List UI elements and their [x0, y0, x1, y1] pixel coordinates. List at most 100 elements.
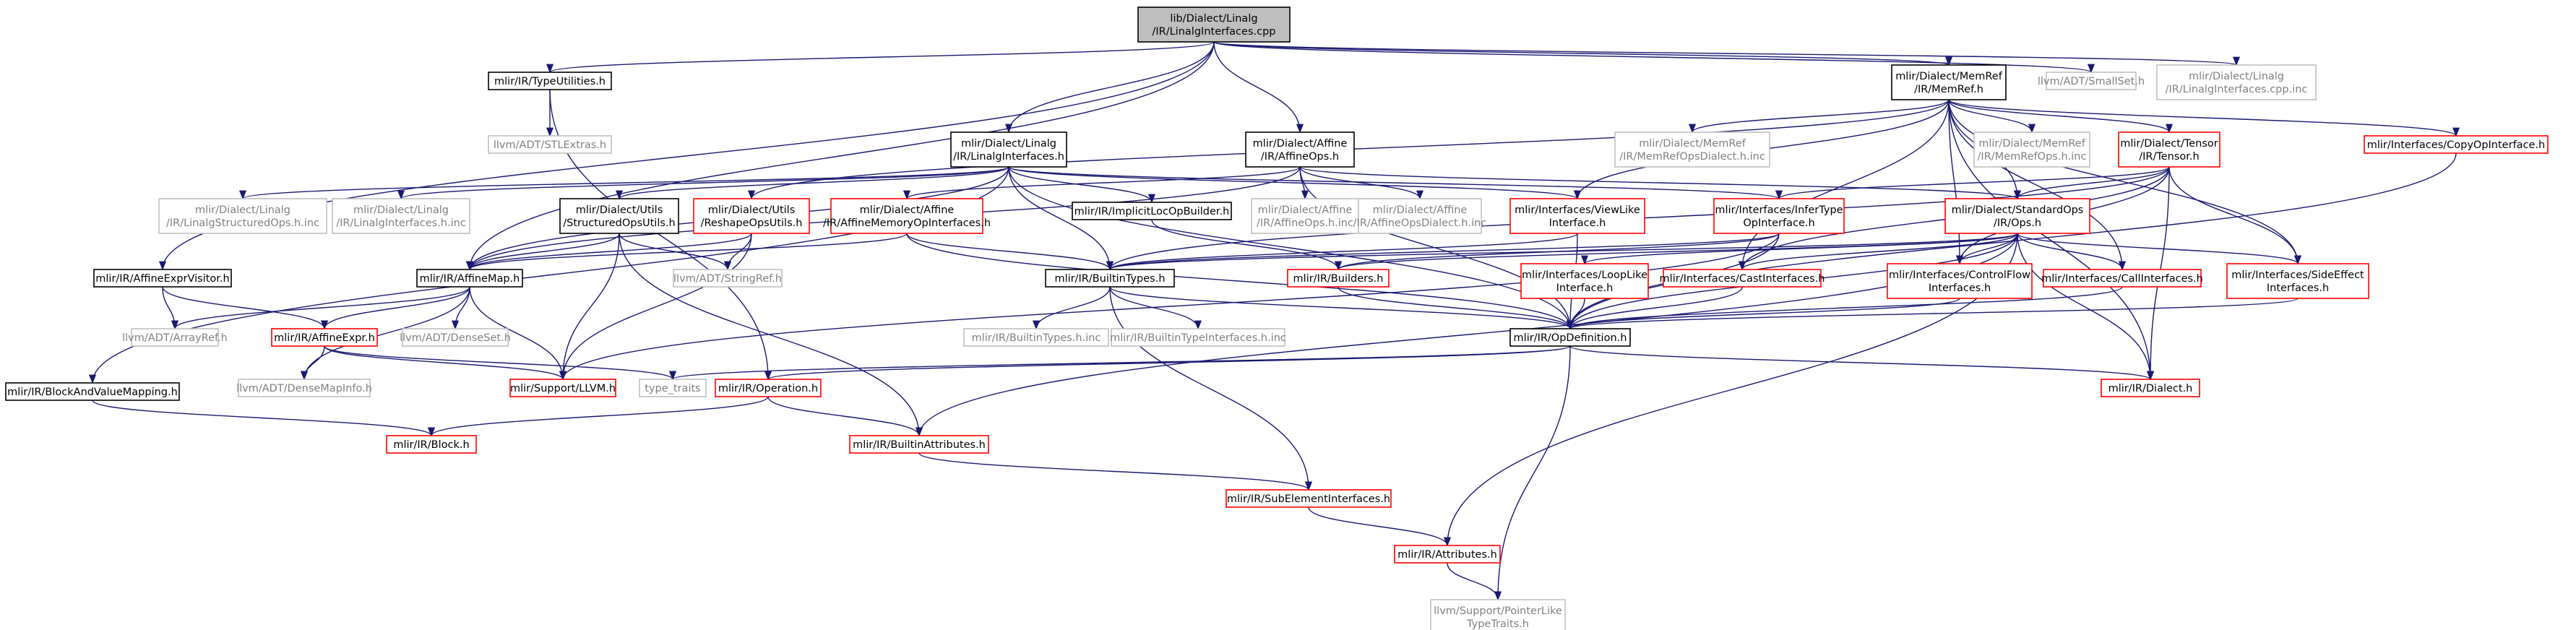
node-castinterfaces[interactable]: mlir/Interfaces/CastInterfaces.h: [1660, 269, 1825, 288]
node-blockandvalue[interactable]: mlir/IR/BlockAndValueMapping.h: [5, 382, 180, 401]
node-supportllvm[interactable]: mlir/Support/LLVM.h: [509, 379, 616, 397]
node-label: mlir/Interfaces/CallInterfaces.h: [2041, 273, 2203, 285]
node-box: [1663, 269, 1822, 288]
node-box: [1287, 269, 1390, 288]
node-box: [386, 435, 477, 454]
node-linalgh[interactable]: mlir/Dialect/Linalg/IR/LinalgInterfaces.…: [950, 131, 1067, 168]
edge-linalgh-to-viewlike: [1008, 166, 1581, 200]
node-label: mlir/Interfaces/CastInterfaces.h: [1660, 273, 1825, 285]
edge-callinterfaces-to-opdefinition: [1567, 286, 2123, 330]
node-reshapeops[interactable]: mlir/Dialect/Utils/ReshapeOpsUtils.h: [693, 198, 810, 234]
node-affinemap[interactable]: mlir/IR/AffineMap.h: [416, 269, 523, 288]
node-label: llvm/ADT/ArrayRef.h: [122, 332, 228, 344]
node-label: mlir/Support/LLVM.h: [510, 383, 616, 394]
node-builtinattributes[interactable]: mlir/IR/BuiltinAttributes.h: [849, 435, 989, 454]
node-label: mlir/Dialect/MemRef: [1978, 138, 2086, 150]
node-subelement[interactable]: mlir/IR/SubElementInterfaces.h: [1225, 489, 1392, 508]
node-builders[interactable]: mlir/IR/Builders.h: [1287, 269, 1390, 288]
node-label: /IR/Ops.h: [1994, 217, 2041, 229]
node-standardops[interactable]: mlir/Dialect/StandardOps/IR/Ops.h: [1944, 198, 2090, 234]
node-label: /IR/AffineMemoryOpInterfaces.h: [823, 217, 991, 229]
node-box: [416, 269, 523, 288]
node-box: [488, 72, 612, 90]
node-label: mlir/IR/AffineExprVisitor.h: [95, 273, 229, 285]
node-structopsutils[interactable]: mlir/Dialect/Utils/StructuredOpsUtils.h: [559, 198, 679, 234]
node-callinterfaces[interactable]: mlir/Interfaces/CallInterfaces.h: [2041, 269, 2203, 288]
edge-operation-to-builtinattributes: [767, 396, 923, 437]
node-attributes[interactable]: mlir/IR/Attributes.h: [1394, 545, 1501, 564]
edge-affineops-to-affineopsdialectinc: [1299, 166, 1423, 200]
node-typeutil[interactable]: mlir/IR/TypeUtilities.h: [488, 72, 612, 90]
node-box: [2156, 64, 2317, 100]
node-label: mlir/Dialect/Linalg: [2189, 71, 2284, 82]
node-label: mlir/Dialect/Affine: [860, 204, 955, 216]
node-affineopsinc: mlir/Dialect/Affine/IR/AffineOps.h.inc: [1251, 198, 1359, 234]
node-box: [1944, 198, 2090, 234]
edge-attributes-to-pointerlike: [1447, 562, 1502, 601]
edge-linalgh-to-linalginterfacesinc: [397, 166, 1009, 200]
node-label: mlir/Interfaces/SideEffect: [2231, 269, 2364, 281]
node-label: llvm/Support/PointerLike: [1434, 605, 1562, 617]
node-box: [2118, 131, 2220, 168]
node-arrayref: llvm/ADT/ArrayRef.h: [122, 328, 228, 347]
node-label: /IR/Tensor.h: [2139, 151, 2199, 163]
node-box: [1045, 269, 1175, 288]
node-operation[interactable]: mlir/IR/Operation.h: [715, 379, 822, 397]
node-box: [2043, 269, 2202, 288]
node-box: [1614, 131, 1770, 168]
node-box: [5, 382, 180, 401]
node-box: [950, 131, 1067, 168]
node-label: mlir/Dialect/StandardOps: [1952, 204, 2084, 216]
node-implicitloc[interactable]: mlir/IR/ImplicitLocOpBuilder.h: [1072, 202, 1232, 220]
node-box: [488, 135, 612, 154]
edge-affinemap-to-arrayref: [171, 286, 470, 330]
node-opdefinition[interactable]: mlir/IR/OpDefinition.h: [1509, 328, 1631, 347]
node-label: /IR/AffineOps.h: [1261, 151, 1339, 163]
node-label: mlir/Interfaces/CopyOpInterface.h: [2367, 139, 2546, 151]
node-box: [332, 198, 470, 234]
node-memref[interactable]: mlir/Dialect/MemRef/IR/MemRef.h: [1891, 64, 2007, 100]
node-root[interactable]: lib/Dialect/Linalg/IR/LinalgInterfaces.c…: [1137, 7, 1291, 43]
node-label: mlir/IR/BuiltinAttributes.h: [853, 439, 986, 451]
node-label: llvm/ADT/DenseSet.h: [400, 332, 511, 344]
node-label: mlir/IR/Dialect.h: [2108, 383, 2193, 394]
node-dialect[interactable]: mlir/IR/Dialect.h: [2101, 379, 2200, 397]
node-affineexpr[interactable]: mlir/IR/AffineExpr.h: [271, 328, 378, 347]
node-box: [673, 269, 783, 288]
edge-root-to-affinemap: [466, 41, 1215, 271]
node-label: /IR/LinalgInterfaces.cpp.inc: [2166, 84, 2308, 95]
node-label: mlir/IR/AffineExpr.h: [274, 332, 375, 344]
node-builtintypes[interactable]: mlir/IR/BuiltinTypes.h: [1045, 269, 1175, 288]
node-box: [1430, 599, 1566, 630]
edge-root-to-affineops: [1213, 41, 1304, 134]
edge-implicitloc-to-builders: [1151, 219, 1342, 271]
edge-castinterfaces-to-opdefinition: [1567, 286, 1743, 330]
edge-structopsutils-to-stringref: [619, 233, 731, 271]
node-block[interactable]: mlir/IR/Block.h: [386, 435, 477, 454]
node-label: mlir/Dialect/Affine: [1253, 138, 1348, 150]
node-label: /IR/LinalgInterfaces.cpp: [1153, 26, 1276, 38]
node-label: Interface.h: [1549, 217, 1606, 229]
edge-memref-to-callinterfaces: [1948, 99, 2127, 271]
node-affineops[interactable]: mlir/Dialect/Affine/IR/AffineOps.h: [1245, 131, 1355, 168]
node-label: /IR/LinalgInterfaces.h.inc: [336, 217, 466, 229]
node-tensor[interactable]: mlir/Dialect/Tensor/IR/Tensor.h: [2118, 131, 2220, 168]
edge-subelement-to-attributes: [1308, 506, 1451, 547]
node-affinememory[interactable]: mlir/Dialect/Affine/IR/AffineMemoryOpInt…: [823, 198, 991, 234]
node-affineexprvisitor[interactable]: mlir/IR/AffineExprVisitor.h: [93, 269, 232, 288]
node-box: [131, 328, 219, 347]
edge-standardops-to-dialect: [2017, 233, 2155, 381]
edge-operation-to-block: [428, 396, 769, 437]
node-label: mlir/IR/BuiltinTypes.h: [1054, 273, 1165, 285]
edge-builtintypes-to-opdefinition: [1109, 286, 1574, 330]
edge-standardops-to-builtintypes: [1106, 233, 2018, 271]
node-box: [849, 435, 989, 454]
node-box: [1891, 64, 2007, 100]
node-copyop[interactable]: mlir/Interfaces/CopyOpInterface.h: [2364, 135, 2549, 154]
